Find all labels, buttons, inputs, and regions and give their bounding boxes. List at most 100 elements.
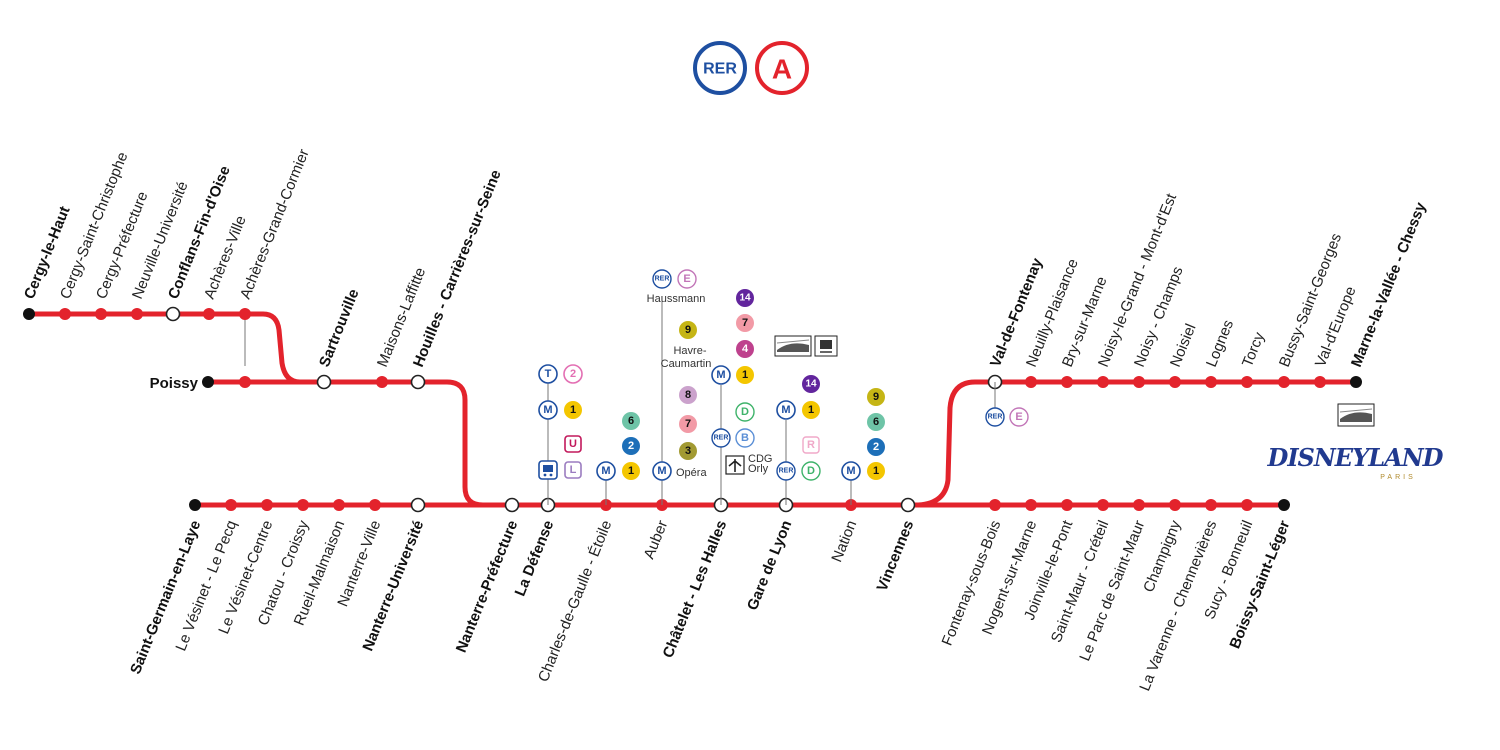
station-label-acheres-grand-cormier: Achères-Grand-Cormier <box>237 147 313 302</box>
metro-icon: M <box>596 461 616 481</box>
svg-text:E: E <box>683 273 690 285</box>
line-a-logo-label: A <box>772 54 792 85</box>
metro-2-badge: 2 <box>622 437 640 455</box>
orly-label: Orly <box>748 463 769 475</box>
station-dot-maisons-laffitte <box>376 376 388 388</box>
station-dot-bussy-saint-georges <box>1278 376 1290 388</box>
station-dot-marne-la-vallee-chessy <box>1350 376 1362 388</box>
opera-label: Opéra <box>676 467 707 479</box>
station-dot-cergy-prefecture <box>95 308 107 320</box>
svg-text:2: 2 <box>628 440 634 452</box>
station-dot-junction <box>239 376 251 388</box>
station-dot-saint-maur-creteil <box>1097 499 1109 511</box>
station-dot-acheres-grand-cormier <box>239 308 251 320</box>
metro-9-badge: 9 <box>679 321 697 339</box>
metro-8-badge: 8 <box>679 386 697 404</box>
metro-letter: M <box>716 369 725 381</box>
station-dot-le-vesinet-centre <box>261 499 273 511</box>
station-label-sartrouville: Sartrouville <box>316 287 363 370</box>
station-dot-val-d-europe <box>1314 376 1326 388</box>
station-dot-noisy-le-grand-mont-d-est <box>1097 376 1109 388</box>
tgv-icon <box>774 335 812 357</box>
station-dot-nanterre-universite <box>410 497 426 513</box>
station-label-marne-la-vallee-chessy: Marne-la-Vallée - Chessy <box>1348 199 1430 369</box>
svg-text:L: L <box>570 464 577 476</box>
rer-icon: RER <box>985 407 1005 427</box>
station-dot-torcy <box>1241 376 1253 388</box>
station-dot-rueil-malmaison <box>333 499 345 511</box>
svg-text:2: 2 <box>873 441 879 453</box>
station-label-torcy: Torcy <box>1239 329 1268 369</box>
station-label-noisiel: Noisiel <box>1167 321 1200 369</box>
tram-icon: T <box>538 364 558 384</box>
stations-layer: Cergy-le-HautCergy-Saint-ChristopheCergy… <box>21 147 1430 694</box>
station-dot-nanterre-prefecture <box>504 497 520 513</box>
transilien-l-badge: L <box>564 461 582 479</box>
svg-text:8: 8 <box>685 389 691 401</box>
svg-text:3: 3 <box>685 445 691 457</box>
station-label-nation: Nation <box>828 518 860 565</box>
metro-icon: M <box>776 400 796 420</box>
station-dot-sartrouville <box>316 374 332 390</box>
caumartin-label: Caumartin <box>661 358 712 370</box>
disneyland-logo: DISNEYLAND PARIS <box>1267 443 1445 481</box>
metro-1-badge: 1 <box>564 401 582 419</box>
metro-icon: M <box>538 400 558 420</box>
svg-text:9: 9 <box>873 391 879 403</box>
metro-6-badge: 6 <box>622 412 640 430</box>
line-a-logo: A <box>755 41 809 95</box>
station-dot-noisiel <box>1169 376 1181 388</box>
havre-label: Havre- <box>673 345 706 357</box>
rer-icon: RER <box>711 428 731 448</box>
station-dot-neuilly-plaisance <box>1025 376 1037 388</box>
svg-text:2: 2 <box>570 368 576 380</box>
metro-6-badge: 6 <box>867 413 885 431</box>
rer-d-badge: D <box>801 461 821 481</box>
metro-14-badge: 14 <box>802 375 820 393</box>
station-dot-houilles-carrieres-sur-seine <box>410 374 426 390</box>
station-dot-la-varenne-chennevieres <box>1205 499 1217 511</box>
metro-1-badge: 1 <box>802 401 820 419</box>
tram-letter: T <box>545 368 552 380</box>
svg-text:1: 1 <box>808 404 814 416</box>
rer-d-badge: D <box>735 402 755 422</box>
station-dot-bry-sur-marne <box>1061 376 1073 388</box>
train-icon <box>814 335 838 357</box>
haussmann-label: Haussmann <box>647 293 706 305</box>
disneyland-paris: PARIS <box>1380 474 1416 481</box>
west-shared-line <box>205 379 486 508</box>
metro-letter: M <box>601 465 610 477</box>
station-dot-champigny <box>1169 499 1181 511</box>
svg-text:1: 1 <box>742 369 748 381</box>
svg-text:7: 7 <box>742 317 748 329</box>
train-icon <box>538 460 558 480</box>
station-label-poissy: Poissy <box>150 375 199 392</box>
svg-text:1: 1 <box>873 465 879 477</box>
svg-text:R: R <box>807 439 815 451</box>
station-dot-cergy-saint-christophe <box>59 308 71 320</box>
metro-7-badge: 7 <box>736 314 754 332</box>
station-dot-neuville-universite <box>131 308 143 320</box>
rer-small-label: RER <box>779 468 794 475</box>
chessy-branch-line <box>912 379 1359 508</box>
metro-1-badge: 1 <box>867 462 885 480</box>
station-label-lognes: Lognes <box>1203 317 1237 369</box>
cergy-branch-line <box>26 311 303 385</box>
station-dot-nogent-sur-marne <box>1025 499 1037 511</box>
rer-small-label: RER <box>655 276 670 283</box>
svg-text:14: 14 <box>805 379 817 390</box>
svg-text:B: B <box>741 432 749 444</box>
station-dot-chatou-croissy <box>297 499 309 511</box>
metro-1-badge: 1 <box>736 366 754 384</box>
station-label-auber: Auber <box>641 518 672 561</box>
metro-3-badge: 3 <box>679 442 697 460</box>
station-dot-boissy-saint-leger <box>1278 499 1290 511</box>
svg-text:4: 4 <box>742 343 749 355</box>
rer-b-badge: B <box>735 428 755 448</box>
metro-7-badge: 7 <box>679 415 697 433</box>
svg-text:U: U <box>569 438 577 450</box>
station-label-vincennes: Vincennes <box>874 518 918 594</box>
metro-4-badge: 4 <box>736 340 754 358</box>
rer-small-label: RER <box>988 414 1003 421</box>
